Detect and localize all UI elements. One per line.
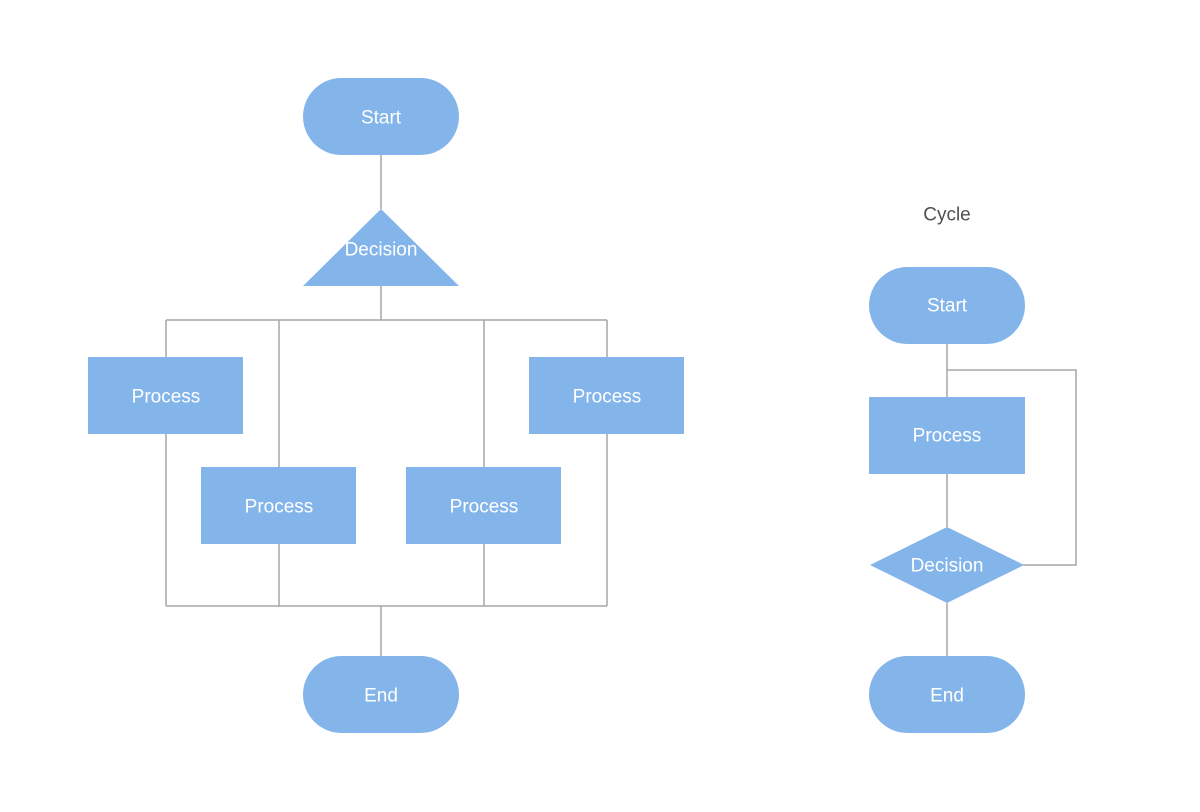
left-end-shape <box>303 656 459 733</box>
left-process-4-shape <box>529 357 684 434</box>
left-process-node-1[interactable]: Process <box>88 357 243 434</box>
cycle-start-node[interactable]: Start <box>869 267 1025 344</box>
left-process-1-shape <box>88 357 243 434</box>
left-decision-label: Decision <box>345 240 418 261</box>
left-start-node[interactable]: Start <box>303 78 459 155</box>
left-process-3-label: Process <box>450 497 519 518</box>
cycle-caption: Cycle <box>923 205 971 226</box>
cycle-decision-diamond-shape <box>870 527 1024 603</box>
left-start-shape <box>303 78 459 155</box>
cycle-end-shape <box>869 656 1025 733</box>
left-process-1-label: Process <box>132 387 201 408</box>
cycle-decision-node[interactable]: Decision <box>870 527 1024 603</box>
cycle-end-node[interactable]: End <box>869 656 1025 733</box>
left-process-2-label: Process <box>245 497 314 518</box>
left-process-2-shape <box>201 467 356 544</box>
left-end-label: End <box>364 686 398 707</box>
cycle-loop-connector <box>947 369 1077 566</box>
cycle-diagram-connectors <box>946 343 1077 657</box>
left-end-node[interactable]: End <box>303 656 459 733</box>
left-process-node-3[interactable]: Process <box>406 467 561 544</box>
left-process-node-4[interactable]: Process <box>529 357 684 434</box>
cycle-process-shape <box>869 397 1025 474</box>
cycle-start-label: Start <box>927 296 968 317</box>
left-process-3-shape <box>406 467 561 544</box>
cycle-end-label: End <box>930 686 964 707</box>
left-process-node-2[interactable]: Process <box>201 467 356 544</box>
left-decision-node[interactable]: Decision <box>303 209 459 286</box>
cycle-start-shape <box>869 267 1025 344</box>
cycle-process-label: Process <box>913 426 982 447</box>
cycle-process-node[interactable]: Process <box>869 397 1025 474</box>
left-process-4-label: Process <box>573 387 642 408</box>
left-start-label: Start <box>361 108 402 129</box>
cycle-decision-label: Decision <box>911 556 984 577</box>
left-diagram-connectors <box>165 154 608 657</box>
left-decision-triangle-shape <box>303 209 459 286</box>
